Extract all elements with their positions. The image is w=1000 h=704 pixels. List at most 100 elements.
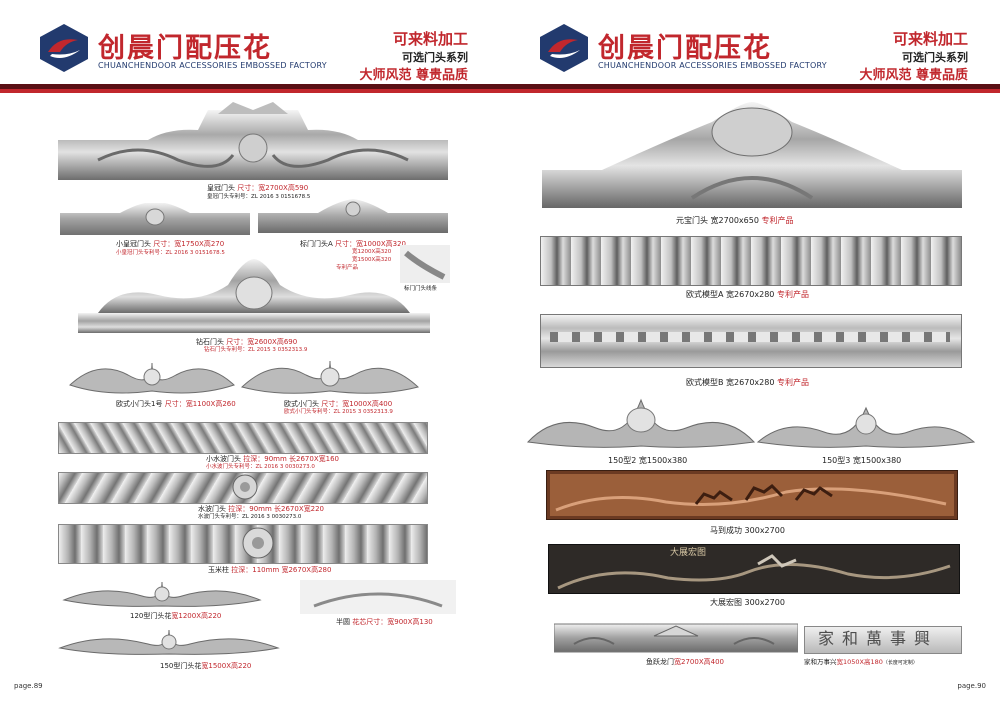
type150-3-caption: 150型3 宽1500x380 xyxy=(822,456,901,466)
euro-b-dentil-row xyxy=(550,332,950,342)
slogan-quality: 大师风范 尊贵品质 xyxy=(359,68,468,83)
half-circle-image xyxy=(300,580,456,614)
half-circle-caption: 半圆 花芯尺寸：宽900X高130 xyxy=(336,618,433,627)
yuanbao-caption: 元宝门头 宽2700x650 专利产品 xyxy=(676,216,793,226)
company-logo xyxy=(540,24,588,72)
grand-panel-image xyxy=(548,544,960,594)
crown-patent: 皇冠门头专利号：ZL 2016 3 0151678.5 xyxy=(207,194,311,200)
standard-a-patent: 专利产品 xyxy=(336,265,359,271)
crown-size: 尺寸：宽2700X高590 xyxy=(237,184,309,192)
catalog-page-left: 创晨门配压花 CHUANCHENDOOR ACCESSORIES EMBOSSE… xyxy=(0,24,500,690)
wave-caption: 水波门头 拉深：90mm 长2670X宽220 xyxy=(198,505,324,514)
diamond-caption: 钻石门头 尺寸：宽2600X高690 xyxy=(196,338,297,347)
standard-a-name: 标门门头A xyxy=(300,240,333,248)
standard-a-size: 尺寸：宽1000X高320 xyxy=(335,240,407,248)
euro-small-size: 尺寸：宽1000X高400 xyxy=(321,400,393,408)
slogan-series: 可选门头系列 xyxy=(902,51,968,64)
family-size: 宽1050X高180 xyxy=(836,658,883,666)
small-wave-name: 小水波门头 xyxy=(206,455,241,463)
slogan-quality: 大师风范 尊贵品质 xyxy=(859,68,968,83)
type150-2-caption: 150型2 宽1500x380 xyxy=(608,456,687,466)
type150-3-name: 150型3 xyxy=(822,456,851,465)
corn-name: 玉米柱 xyxy=(208,566,229,574)
euro-small-1-name: 欧式小门头1号 xyxy=(116,400,163,408)
grand-plaque-text: 大展宏图 xyxy=(670,548,707,558)
euro-small-image xyxy=(240,360,420,394)
family-plaque-image xyxy=(804,626,962,654)
type150-3-size: 宽1500x380 xyxy=(852,456,902,465)
euro-a-size: 宽2670x280 xyxy=(726,290,775,299)
family-name: 家和万事兴 xyxy=(804,658,837,666)
flower-120-name: 120型门头花 xyxy=(130,612,172,620)
diamond-size: 尺寸：宽2600X高690 xyxy=(226,338,298,346)
corn-center-flower-icon xyxy=(242,527,274,559)
horse-size: 300x2700 xyxy=(744,526,785,535)
yuanbao-patent: 专利产品 xyxy=(761,216,794,225)
page-number-left: page.89 xyxy=(14,682,43,690)
small-wave-patent: 小水波门头专利号：ZL 2016 3 0030273.0 xyxy=(206,464,315,470)
fish-dragon-image xyxy=(554,623,798,653)
fish-dragon-caption: 鱼跃龙门宽2700X高400 xyxy=(646,658,724,667)
euro-small-caption: 欧式小门头 尺寸：宽1000X高400 xyxy=(284,400,392,409)
family-plaque-text: 家和萬事興 xyxy=(818,629,939,648)
header-rule-dark xyxy=(0,84,500,89)
small-wave-moulding-image xyxy=(58,422,428,454)
brand-name: 创晨门配压花 xyxy=(98,33,272,64)
header-rule-red xyxy=(500,89,1000,93)
small-crown-size: 尺寸：宽1750X高270 xyxy=(153,240,225,248)
flower-120-caption: 120型门头花宽1200X高220 xyxy=(130,612,221,621)
company-logo xyxy=(40,24,88,72)
crown-name: 皇冠门头 xyxy=(207,184,235,192)
grand-size: 300x2700 xyxy=(744,598,785,607)
type150-2-name: 150型2 xyxy=(608,456,637,465)
small-crown-caption: 小皇冠门头 尺寸：宽1750X高270 xyxy=(116,240,224,249)
wave-name: 水波门头 xyxy=(198,505,226,513)
standard-a-caption: 标门门头A 尺寸：宽1000X高320 xyxy=(300,240,406,249)
half-circle-size: 花芯尺寸：宽900X高130 xyxy=(352,618,433,626)
diamond-moulding-image xyxy=(78,259,430,333)
grand-caption: 大展宏图 300x2700 xyxy=(710,598,785,608)
small-wave-size: 拉深：90mm 长2670X宽160 xyxy=(243,455,339,463)
type150-2-size: 宽1500x380 xyxy=(638,456,688,465)
standard-line-image xyxy=(400,245,450,283)
family-note: （长度可定制） xyxy=(882,660,918,666)
header-rule-dark xyxy=(500,84,1000,89)
yuanbao-size: 宽2700x650 xyxy=(710,216,759,225)
type150-2-image xyxy=(526,398,756,448)
euro-b-patent: 专利产品 xyxy=(776,378,809,387)
flower-150-size: 宽1500X高220 xyxy=(201,662,252,670)
flower-150-caption: 150型门头花宽1500X高220 xyxy=(160,662,251,671)
flower-120-image xyxy=(62,581,262,607)
crown-moulding-image xyxy=(58,102,448,180)
horse-panel-image xyxy=(546,470,958,520)
euro-b-size: 宽2670x280 xyxy=(726,378,775,387)
brand-name: 创晨门配压花 xyxy=(598,33,772,64)
small-crown-patent: 小皇冠门头专利号：ZL 2016 3 0151678.5 xyxy=(116,250,225,256)
yuanbao-moulding-image xyxy=(542,102,962,208)
euro-small-1-image xyxy=(69,362,235,394)
euro-b-name: 欧式模型B xyxy=(686,378,724,387)
euro-a-moulding-image xyxy=(540,236,962,286)
corn-caption: 玉米柱 拉深：110mm 宽2670X高280 xyxy=(208,566,331,575)
wave-center-flower-icon xyxy=(232,474,258,500)
type150-3-image xyxy=(756,406,976,448)
euro-small-1-caption: 欧式小门头1号 尺寸：宽1100X高260 xyxy=(116,400,236,409)
euro-a-patent: 专利产品 xyxy=(776,290,809,299)
diamond-patent: 钻石门头专利号：ZL 2015 3 0352313.9 xyxy=(204,347,308,353)
horse-caption: 马到成功 300x2700 xyxy=(710,526,785,536)
euro-b-caption: 欧式模型B 宽2670x280 专利产品 xyxy=(686,378,809,388)
slogan-custom-processing: 可来料加工 xyxy=(892,30,968,48)
corn-size: 拉深：110mm 宽2670X高280 xyxy=(231,566,332,574)
standard-line-name: 标门门头线条 xyxy=(404,286,438,292)
euro-small-1-size: 尺寸：宽1100X高260 xyxy=(164,400,236,408)
standard-a-size-2: 宽1200X高320 xyxy=(352,249,392,255)
wave-patent: 水波门头专利号：ZL 2016 3 0030273.0 xyxy=(198,514,302,520)
flower-150-image xyxy=(58,629,280,655)
euro-a-caption: 欧式模型A 宽2670x280 专利产品 xyxy=(686,290,809,300)
standard-a-moulding-image xyxy=(258,199,448,233)
standard-a-size-3: 宽1500X高320 xyxy=(352,257,392,263)
page-number-right: page.90 xyxy=(957,682,986,690)
small-crown-name: 小皇冠门头 xyxy=(116,240,151,248)
fish-dragon-name: 鱼跃龙门 xyxy=(646,658,674,666)
euro-a-name: 欧式模型A xyxy=(686,290,724,299)
